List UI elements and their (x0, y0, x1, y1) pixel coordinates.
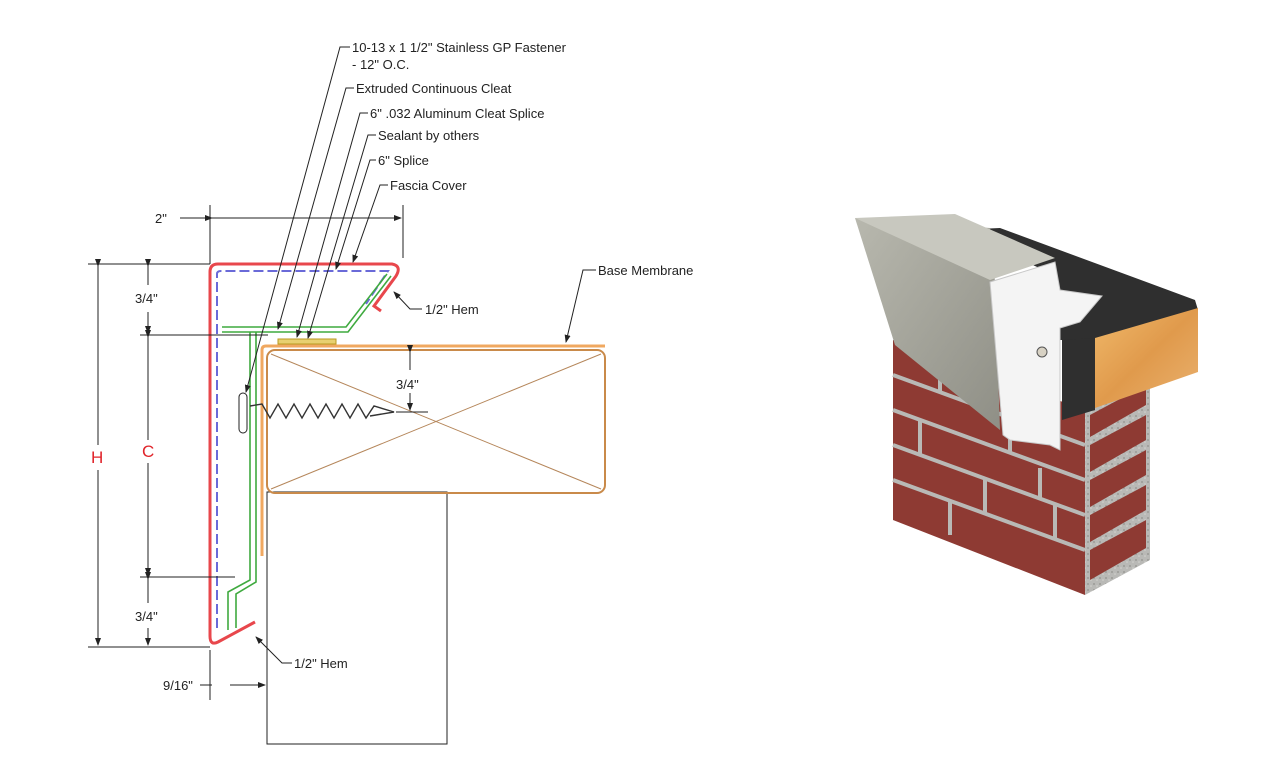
dim-height: H (91, 448, 103, 467)
dim-clearance: C (142, 442, 154, 461)
dim-bottom-leg: 3/4" (135, 609, 158, 624)
callout-cleat: Extruded Continuous Cleat (356, 81, 512, 96)
cleat-3d (989, 261, 1103, 451)
wall-outline (266, 491, 448, 745)
dim-fastener-depth: 3/4" (396, 377, 419, 392)
dim-top-leg: 3/4" (135, 291, 158, 306)
callout-splice: 6" Splice (378, 153, 429, 168)
wood-nailer (266, 349, 606, 494)
fascia-3d-render (855, 214, 1198, 595)
callout-fastener-spacing: - 12" O.C. (352, 57, 409, 72)
callout-hem-top: 1/2" Hem (425, 302, 479, 317)
base-membrane (260, 344, 605, 556)
dim-width: 2" (155, 211, 167, 226)
extruded-cleat (222, 273, 392, 630)
callout-fastener: 10-13 x 1 1/2" Stainless GP Fastener (352, 40, 567, 55)
callout-sealant: Sealant by others (378, 128, 480, 143)
callout-hem-bottom: 1/2" Hem (294, 656, 348, 671)
fascia-cover-3d (855, 218, 1000, 430)
fascia-cover (208, 262, 400, 645)
leader-lines (244, 46, 596, 664)
dim-offset: 9/16" (163, 678, 193, 693)
fastener (238, 392, 395, 434)
callout-cleat-splice: 6" .032 Aluminum Cleat Splice (370, 106, 544, 121)
callout-base-membrane: Base Membrane (598, 263, 693, 278)
wood-nailer-3d (1095, 308, 1198, 408)
section-drawing: 10-13 x 1 1/2" Stainless GP Fastener - 1… (88, 40, 693, 745)
callout-fascia-cover: Fascia Cover (390, 178, 467, 193)
fastener-head-3d (1036, 346, 1048, 358)
cover-splice (216, 270, 390, 628)
sealant (277, 338, 337, 345)
dimension-lines (88, 205, 428, 700)
